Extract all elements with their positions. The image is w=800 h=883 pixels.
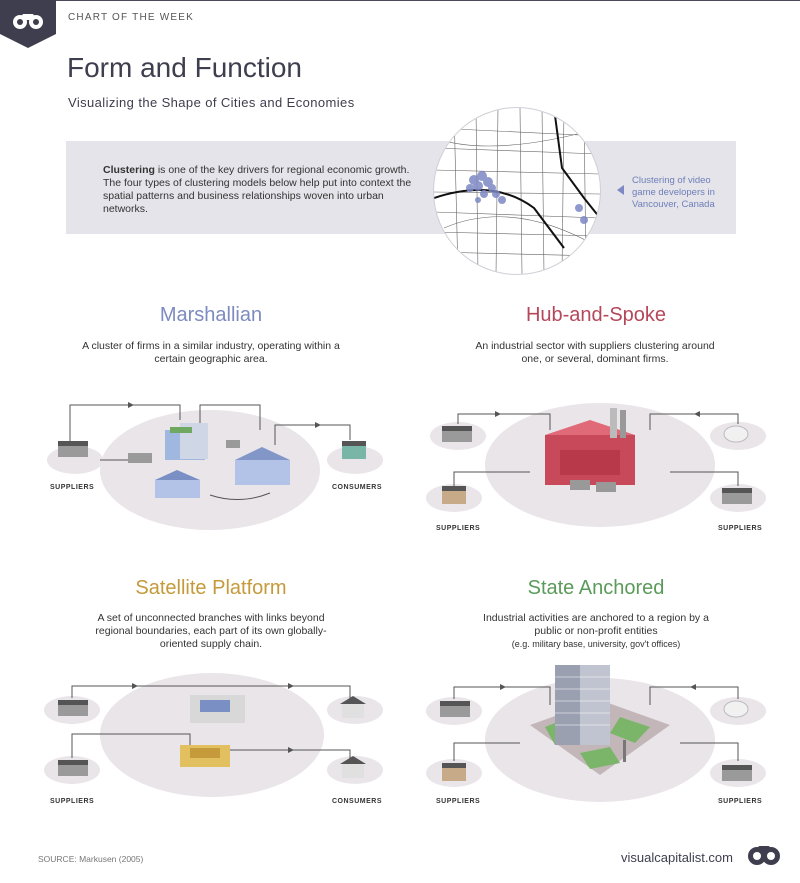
marshallian-title: Marshallian xyxy=(159,304,263,326)
page-subtitle: Visualizing the Shape of Cities and Econ… xyxy=(68,95,355,110)
consumer-building xyxy=(342,441,366,459)
satellite-right-label: CONSUMERS xyxy=(332,798,383,805)
marshallian-desc: A cluster of firms in a similar industry… xyxy=(82,340,340,365)
hub-right-label: SUPPLIERS xyxy=(718,525,763,532)
intro-box xyxy=(66,141,736,234)
brand-link[interactable]: visualcapitalist.com xyxy=(621,850,733,865)
kicker-label: CHART OF THE WEEK xyxy=(68,12,194,23)
satellite-title: Satellite Platform xyxy=(135,577,287,599)
vancouver-map xyxy=(434,108,600,274)
supplier-building xyxy=(58,441,88,457)
intro-bold: Clustering xyxy=(103,164,155,176)
state-right-label: SUPPLIERS xyxy=(718,798,763,805)
state-scene xyxy=(426,665,766,802)
hub-left-label: SUPPLIERS xyxy=(436,525,481,532)
page-title: Form and Function xyxy=(67,52,302,83)
source-note: SOURCE: Markusen (2005) xyxy=(38,854,144,864)
state-desc: Industrial activities are anchored to a … xyxy=(471,612,721,651)
state-desc-main: Industrial activities are anchored to a … xyxy=(483,612,709,637)
state-title: State Anchored xyxy=(527,577,665,599)
marshallian-left-label: SUPPLIERS xyxy=(50,484,95,491)
hub-scene xyxy=(426,403,766,527)
state-desc-small: (e.g. military base, university, gov't o… xyxy=(511,639,681,649)
hub-desc: An industrial sector with suppliers clus… xyxy=(475,340,715,365)
satellite-scene xyxy=(44,673,383,797)
satellite-desc: A set of unconnected branches with links… xyxy=(95,612,327,650)
hub-title: Hub-and-Spoke xyxy=(525,304,667,326)
logo-badge xyxy=(0,0,56,48)
intro-body: is one of the key drivers for regional e… xyxy=(103,164,412,215)
top-rule xyxy=(0,0,800,1)
marshallian-right-label: CONSUMERS xyxy=(332,484,383,491)
state-left-label: SUPPLIERS xyxy=(436,798,481,805)
map-note: Clustering of video game developers in V… xyxy=(632,175,715,210)
marshallian-scene xyxy=(47,402,383,530)
map-pointer-icon xyxy=(617,185,624,195)
intro-text: Clustering is one of the key drivers for… xyxy=(103,164,423,216)
binoculars-icon xyxy=(748,846,780,865)
satellite-left-label: SUPPLIERS xyxy=(50,798,95,805)
